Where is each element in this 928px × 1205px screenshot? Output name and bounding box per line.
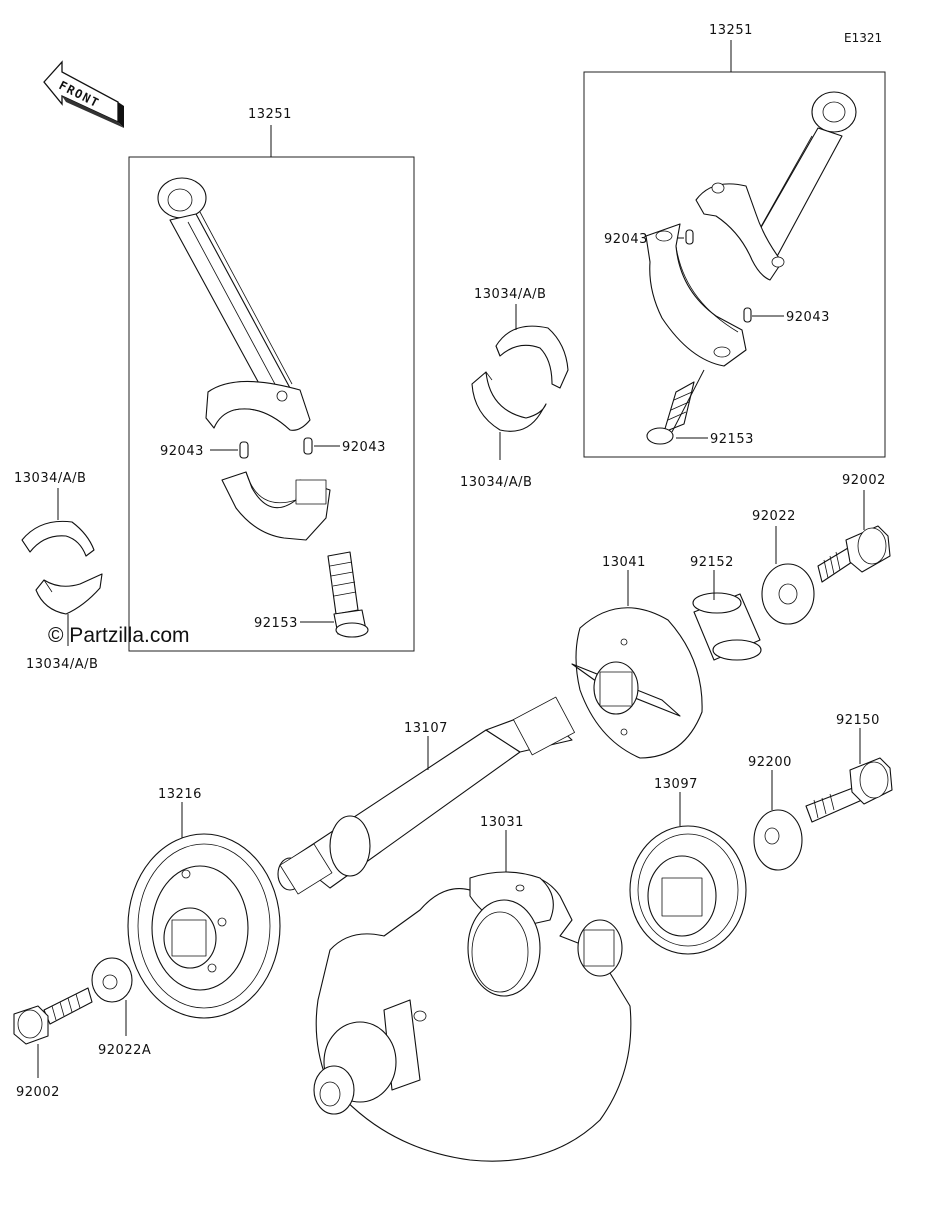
part-label-92153-left[interactable]: 92153 [254,616,298,631]
label-92153-left-group: 92153 [254,616,334,631]
washer-92022A-drawing[interactable] [91,957,133,1003]
bearing-shell-13034-middle-upper-drawing[interactable] [495,325,569,389]
dowel-pin-92043-right-1-drawing[interactable] [685,229,694,245]
bolt-92150-drawing[interactable] [805,757,893,823]
part-label-13251-right[interactable]: 13251 [709,23,753,38]
label-13041-group: 13041 [602,555,646,606]
conrod-cap-left-drawing[interactable] [221,471,331,541]
label-92200-group: 92200 [748,755,792,810]
label-92022A-group: 92022A [98,1000,151,1058]
label-92043-left-group: 92043 92043 [160,440,386,459]
label-92150-group: 92150 [836,713,880,764]
label-13034-left-group: 13034/A/B 13034/A/B [14,471,98,672]
conrod-assembly-right-group: 13251 [583,23,886,458]
label-92002-top-group: 92002 [842,473,886,530]
label-13034-middle-group: 13034/A/B 13034/A/B [460,287,546,490]
collar-92152-drawing[interactable] [692,592,762,661]
conrod-bolt-92153-left-drawing[interactable] [327,551,369,638]
part-label-92152[interactable]: 92152 [690,555,734,570]
part-label-92200[interactable]: 92200 [748,755,792,770]
part-label-92043-left-1[interactable]: 92043 [160,444,204,459]
washer-92200-drawing[interactable] [753,809,803,871]
label-92022-group: 92022 [752,509,796,564]
part-label-13041[interactable]: 13041 [602,555,646,570]
label-92152-group: 92152 [690,555,734,600]
washer-92022-drawing[interactable] [761,563,815,625]
part-label-92002-top[interactable]: 92002 [842,473,886,488]
crankshaft-13031-drawing[interactable] [313,871,632,1162]
bearing-shell-13034-left-lower-drawing[interactable] [35,573,103,615]
part-label-92153-right[interactable]: 92153 [710,432,754,447]
label-92043-right-group: 92043 92043 [604,232,830,325]
label-92002-bottom-group: 92002 [16,1044,60,1100]
gear-13216-drawing[interactable] [127,833,281,1019]
part-label-92043-right-2[interactable]: 92043 [786,310,830,325]
part-label-13034-middle-bottom[interactable]: 13034/A/B [460,475,532,490]
part-label-92043-right-1[interactable]: 92043 [604,232,648,247]
conrod-cap-right-drawing[interactable] [645,223,747,367]
part-label-92022A[interactable]: 92022A [98,1043,151,1058]
part-label-13034-middle-top[interactable]: 13034/A/B [474,287,546,302]
part-label-92022[interactable]: 92022 [752,509,796,524]
dowel-pin-92043-left-1-drawing[interactable] [239,441,249,459]
bolt-92002-top-drawing[interactable] [817,525,891,583]
part-label-92150[interactable]: 92150 [836,713,880,728]
bearing-shell-13034-middle-lower-drawing[interactable] [471,371,547,432]
part-label-13216[interactable]: 13216 [158,787,202,802]
part-label-13097[interactable]: 13097 [654,777,698,792]
part-label-92002-bottom[interactable]: 92002 [16,1085,60,1100]
bearing-shell-13034-left-upper-drawing[interactable] [21,520,95,557]
label-13107-group: 13107 [404,721,448,770]
part-label-13034-left-top[interactable]: 13034/A/B [14,471,86,486]
part-label-13034-left-bottom[interactable]: 13034/A/B [26,657,98,672]
label-92153-right-group: 92153 [671,369,754,447]
gear-13097-drawing[interactable] [629,825,747,955]
dowel-pin-92043-right-2-drawing[interactable] [743,307,752,323]
flywheel-13041-drawing[interactable] [571,607,703,759]
label-13097-group: 13097 [654,777,698,826]
conrod-assembly-left-group: 13251 [128,107,415,652]
connecting-rod-right-drawing[interactable] [695,91,857,281]
conrod-bolt-92153-right-drawing[interactable] [646,381,695,445]
connecting-rod-left-drawing[interactable] [157,177,311,431]
part-label-13031[interactable]: 13031 [480,815,524,830]
part-label-13251-left[interactable]: 13251 [248,107,292,122]
label-13031-group: 13031 [480,815,524,872]
part-label-13107[interactable]: 13107 [404,721,448,736]
part-label-92043-left-2[interactable]: 92043 [342,440,386,455]
label-13216-group: 13216 [158,787,202,838]
dowel-pin-92043-left-2-drawing[interactable] [303,437,313,455]
balancer-shaft-13107-drawing[interactable] [277,696,575,895]
diagram-code: E1321 [844,31,882,45]
partzilla-watermark: © Partzilla.com [48,624,190,647]
bolt-92002-bottom-drawing[interactable] [13,987,93,1045]
front-arrow-icon: FRONT [43,60,124,128]
